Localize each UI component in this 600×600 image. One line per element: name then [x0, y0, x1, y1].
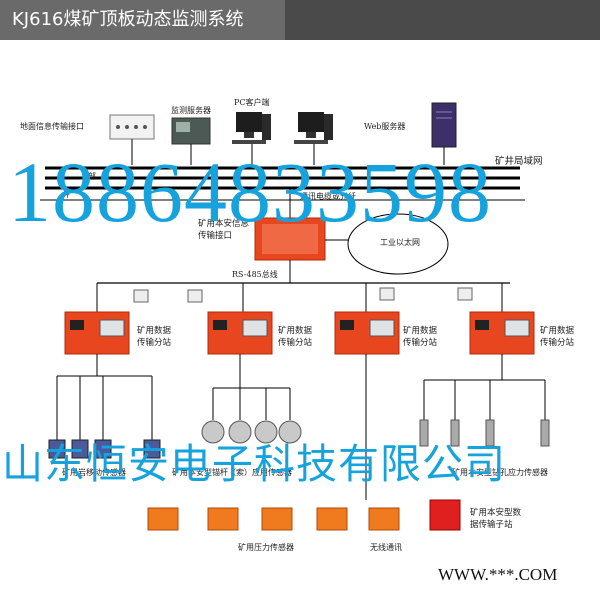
label-substation-4: 矿用数据传输分站 [540, 326, 575, 348]
label-web-server: Web服务器 [364, 122, 406, 131]
label-drill-sensor: 矿用本安型钻孔应力传感器 [452, 468, 548, 477]
label-wireless: 无线通讯 [370, 543, 402, 552]
label-comm-cable: 通讯电缆或光纤 [300, 192, 356, 201]
label-substation-3: 矿用数据传输分站 [403, 326, 438, 348]
substation-4 [469, 311, 535, 355]
header-title-tab [0, 0, 285, 40]
pressure-sensor-row [147, 507, 400, 531]
data-substation-device [429, 499, 461, 531]
lan-bus [40, 166, 525, 201]
substation-1 [64, 311, 130, 355]
label-data-substation: 矿用本安型数据传输子站 [470, 508, 522, 530]
label-anchor-sensor: 矿用本安型锚杆（索）应用传感器 [172, 468, 292, 477]
label-rock-sensor: 矿用岩移动传感器 [62, 468, 126, 477]
pc-client-device-2 [294, 112, 333, 144]
pc-client-device [232, 112, 271, 144]
interface-box [254, 217, 326, 261]
ground-interface-device [109, 114, 155, 140]
label-pressure-sensor: 矿用压力传感器 [238, 543, 294, 552]
watermark-company: 山东恒安电子科技有限公司 [2, 440, 506, 488]
label-left-partial: 井 [62, 190, 70, 199]
label-rs485-bus: RS-485总线 [232, 270, 278, 279]
page-title: KJ616煤矿顶板动态监测系统 [12, 9, 244, 30]
label-substation-2: 矿用数据传输分站 [278, 326, 313, 348]
footer-url: WWW.***.COM [438, 565, 558, 584]
label-monitor-server: 监测服务器 [171, 106, 211, 115]
label-pc-client: PC客户端 [234, 98, 270, 107]
label-left-partial-2: 上部 [80, 172, 96, 181]
ethernet-ring [347, 213, 449, 275]
watermark-phone: 18864833598 [8, 144, 492, 240]
label-substation-1: 矿用数据传输分站 [137, 326, 172, 348]
substation-3 [334, 311, 400, 355]
label-ground-interface: 地面信息传输接口 [20, 122, 84, 131]
web-server-device [431, 102, 457, 148]
monitor-server-device [171, 117, 211, 145]
label-mine-lan: 矿井局域网 [495, 156, 543, 167]
label-interface-box: 矿用本安信息传输接口 [198, 219, 250, 241]
substation-2 [207, 311, 273, 355]
label-ethernet: 工业以太网 [380, 238, 420, 247]
